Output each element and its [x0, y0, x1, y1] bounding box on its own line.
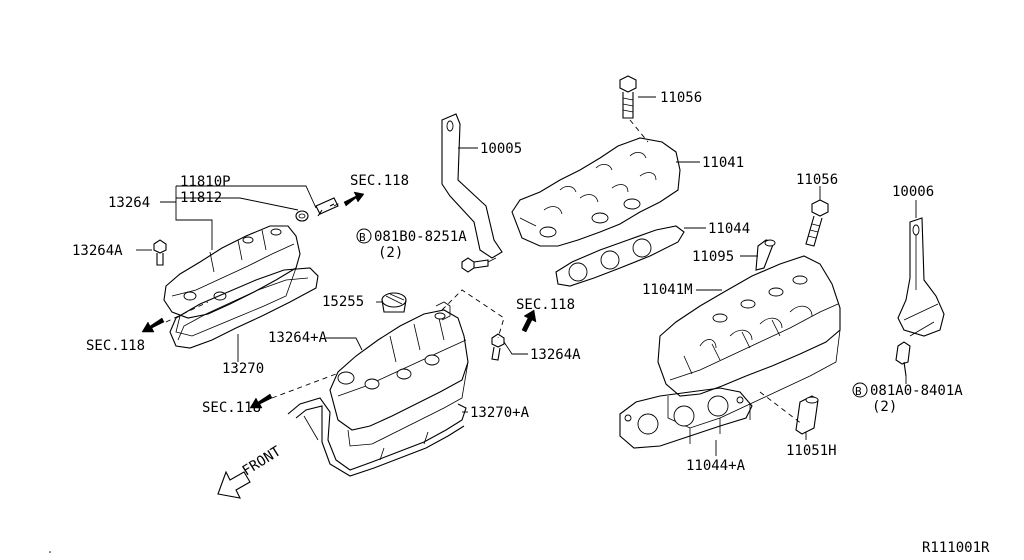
label-13264: 13264: [108, 195, 150, 211]
label-081A0-8401A: 081A0-8401A: [870, 383, 963, 399]
label-11044: 11044: [708, 221, 750, 237]
bolt-symbol-circle-1: [356, 228, 372, 244]
bracket-10005: [441, 113, 503, 259]
leader-11810P: [176, 185, 317, 209]
label-13270-plus-a: 13270+A: [470, 405, 530, 421]
bolt-081B0-8251A: [461, 257, 497, 273]
sec118-left-arrow: [141, 317, 165, 333]
pcv-valve-11810P: [315, 197, 339, 217]
label-sec118-mid: SEC.118: [516, 297, 575, 313]
valve-cover-13264-plus-a: [326, 301, 469, 447]
sec118-bottom-arrow: [249, 393, 273, 409]
label-11810P: 11810P: [180, 174, 231, 190]
label-15255: 15255: [322, 294, 364, 310]
bracket-10006: [897, 200, 945, 337]
label-13264A-left: 13264A: [72, 243, 123, 259]
bolt-11056-top: [619, 75, 656, 143]
front-direction-arrow: [217, 470, 251, 499]
dowel-11095: [740, 239, 776, 271]
head-gasket-11044: [555, 225, 706, 287]
label-11095: 11095: [692, 249, 734, 265]
sec118-bottom-dash: [271, 373, 337, 399]
valve-cover-13264: [163, 225, 301, 337]
bolt-11056-right: [805, 186, 829, 247]
label-11044-plus-a: 11044+A: [686, 458, 746, 474]
label-13264A-mid: 13264A: [530, 347, 581, 363]
bolt-13264A-left: [136, 239, 167, 266]
valve-cover-gasket-13270-plus-a: [287, 397, 468, 477]
label-081A0-qty: (2): [872, 399, 897, 415]
bolt-symbol-circle-2: [852, 382, 868, 398]
label-sec118-left: SEC.118: [86, 338, 145, 354]
oil-filler-cap-15255: [376, 292, 407, 313]
valve-cover-gasket-13270: [169, 267, 319, 362]
grommet-11812: [295, 210, 309, 222]
label-11041: 11041: [702, 155, 744, 171]
label-sec118-top: SEC.118: [350, 173, 409, 189]
bolt-081A0-8401A: [895, 341, 911, 384]
label-081B0-8251A: 081B0-8251A: [374, 229, 467, 245]
reference-code: R111001R: [922, 540, 990, 556]
leader-11812: [176, 197, 299, 211]
dowel-11051H: [759, 391, 819, 440]
head-gasket-11044-plus-a: [619, 387, 753, 456]
bolt-symbol-1: B: [359, 231, 366, 244]
label-11056-top: 11056: [660, 90, 702, 106]
corner-dot: [49, 551, 51, 553]
label-13270: 13270: [222, 361, 264, 377]
label-10006: 10006: [892, 184, 934, 200]
leader-13264: [160, 186, 213, 250]
label-13264-plus-a: 13264+A: [268, 330, 328, 346]
label-11812: 11812: [180, 190, 222, 206]
label-081B0-qty: (2): [378, 245, 403, 261]
label-11056-right: 11056: [796, 172, 838, 188]
cylinder-head-11041: [511, 137, 700, 247]
sec118-mid-arrow: [521, 309, 537, 333]
label-front: FRONT: [240, 443, 285, 479]
sec118-top-arrow: [343, 191, 365, 207]
pcv-dash: [333, 201, 343, 207]
bolt-symbol-2: B: [855, 385, 862, 398]
sec118-left-dash: [165, 301, 209, 323]
label-sec118-bottom: SEC.118: [202, 400, 261, 416]
bolt-13264A-mid: [491, 333, 528, 361]
label-11051H: 11051H: [786, 443, 837, 459]
label-11041M: 11041M: [642, 282, 693, 298]
label-10005: 10005: [480, 141, 522, 157]
